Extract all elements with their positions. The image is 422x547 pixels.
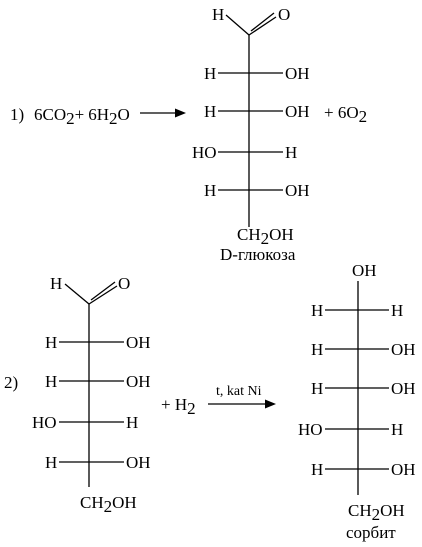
product-o2: + 6O2 (324, 103, 367, 126)
glucose1-row4-left: H (204, 181, 216, 200)
glucose1-name: D-глюкоза (220, 245, 296, 264)
glucose1-row1-right: OH (285, 64, 310, 83)
sorbitol-row5-right: OH (391, 460, 416, 479)
glucose1-ch2oh: CH2OH (237, 225, 294, 248)
reaction-2-number: 2) (4, 373, 18, 392)
glucose2-row1-left: H (45, 333, 57, 352)
glucose2-ch2oh: CH2OH (80, 493, 137, 516)
sorbitol-row1-right: H (391, 301, 403, 320)
sorbitol-row1-left: H (311, 301, 323, 320)
glucose2-row4-right: OH (126, 453, 151, 472)
glucose2-row3-left: HO (32, 413, 57, 432)
glucose1-aldehyde-h: H (212, 5, 224, 24)
sorbitol-row2-left: H (311, 340, 323, 359)
sorbitol-row4-right: H (391, 420, 403, 439)
glucose1-row4-right: OH (285, 181, 310, 200)
reaction-2: 2) H O H OH H OH HO H H OH CH2OH + H2 t,… (4, 261, 416, 542)
reaction-2-conditions: t, kat Ni (216, 384, 262, 399)
glucose1-row2-right: OH (285, 102, 310, 121)
glucose2-row2-left: H (45, 372, 57, 391)
reaction-1: 1) 6CO2+6H2O H O H OH H OH HO H H OH (10, 5, 367, 264)
glucose1-aldehyde-o: O (278, 5, 290, 24)
glucose1-row2-left: H (204, 102, 216, 121)
glucose1-row3-left: HO (192, 143, 217, 162)
glucose2-row3-right: H (126, 413, 138, 432)
reactant-co2: 6CO2+6H2O (34, 105, 130, 128)
sorbitol-row4-left: HO (298, 420, 323, 439)
glucose2-row1-right: OH (126, 333, 151, 352)
sorbitol-row3-right: OH (391, 379, 416, 398)
sorbitol-row2-right: OH (391, 340, 416, 359)
glucose-structure-2: H O H OH H OH HO H H OH CH2OH (32, 274, 151, 516)
reaction-1-number: 1) (10, 105, 24, 124)
glucose2-aldehyde-h: H (50, 274, 62, 293)
sorbitol-top-oh: OH (352, 261, 377, 280)
sorbitol-name: сорбит (346, 523, 396, 542)
glucose2-row4-left: H (45, 453, 57, 472)
glucose2-aldehyde-o: O (118, 274, 130, 293)
glucose1-row1-left: H (204, 64, 216, 83)
reaction-2-arrow (208, 399, 276, 409)
sorbitol-structure: OH H H H OH H OH HO H H OH CH2OH сорбит (298, 261, 416, 542)
glucose1-row3-right: H (285, 143, 297, 162)
sorbitol-row3-left: H (311, 379, 323, 398)
sorbitol-ch2oh: CH2OH (348, 501, 405, 524)
glucose2-row2-right: OH (126, 372, 151, 391)
glucose-structure-1: H O H OH H OH HO H H OH CH2OH D-глюкоза (192, 5, 310, 264)
sorbitol-row5-left: H (311, 460, 323, 479)
reaction-1-arrow (140, 108, 186, 118)
reagent-h2: + H2 (161, 395, 196, 418)
